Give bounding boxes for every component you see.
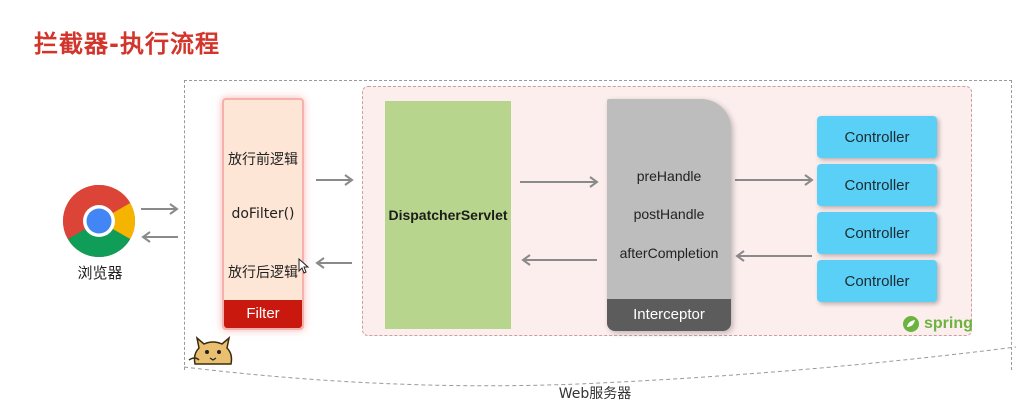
spring-leaf-icon — [903, 316, 919, 332]
filter-before-text: 放行前逻辑 — [228, 152, 298, 168]
interceptor-box — [607, 99, 731, 331]
cursor-icon — [298, 258, 310, 274]
controller-box: Controller — [817, 212, 937, 254]
web-server-label: Web服务器 — [558, 386, 632, 402]
filter-box — [222, 98, 304, 330]
browser-label: 浏览器 — [77, 264, 123, 282]
interceptor-posthandle: postHandle — [633, 206, 705, 222]
spring-logo: spring — [902, 314, 973, 334]
web-server-boundary — [184, 80, 1012, 370]
filter-dofilter-text: doFilter() — [231, 206, 295, 222]
page-title: 拦截器-执行流程 — [34, 30, 220, 58]
web-server-curve — [183, 346, 1017, 387]
filter-label: Filter — [224, 300, 302, 328]
interceptor-prehandle: preHandle — [636, 168, 702, 184]
spring-label: spring — [924, 315, 973, 332]
chrome-icon — [62, 184, 136, 258]
tomcat-icon — [188, 336, 233, 365]
interceptor-label: Interceptor — [607, 299, 731, 331]
dispatcher-servlet-box: DispatcherServlet — [385, 101, 511, 329]
controller-box: Controller — [817, 164, 937, 206]
filter-after-text: 放行后逻辑 — [228, 265, 298, 281]
interceptor-aftercompletion: afterCompletion — [619, 245, 719, 261]
controller-box: Controller — [817, 260, 937, 302]
dispatcher-servlet-label: DispatcherServlet — [388, 207, 508, 223]
controller-box: Controller — [817, 116, 937, 158]
